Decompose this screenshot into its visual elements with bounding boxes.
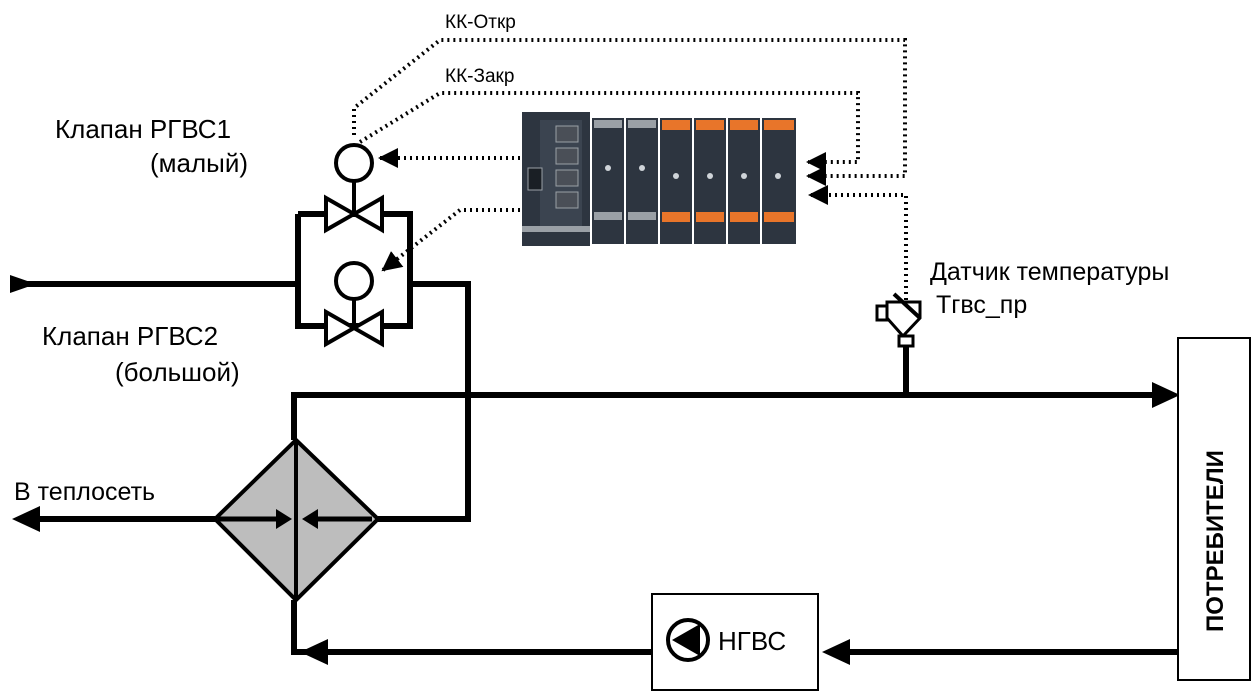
pipe-exchanger-bottom bbox=[291, 600, 318, 655]
consumers-box bbox=[1177, 337, 1251, 681]
pump-unit bbox=[651, 593, 819, 691]
inlet-arrow-icon bbox=[10, 275, 36, 293]
heat-exchanger-icon bbox=[212, 437, 381, 603]
control-signal-lines bbox=[352, 38, 908, 300]
pipe-primary-to-exchanger bbox=[378, 281, 471, 522]
signal-line-valve2 bbox=[381, 208, 520, 272]
valve1-name-label: Клапан РГВС1 bbox=[55, 114, 231, 144]
signal-line-sensor bbox=[808, 185, 908, 300]
return-arrow-icon bbox=[822, 639, 850, 665]
consumers-label: ПОТРЕБИТЕЛИ bbox=[1202, 450, 1229, 632]
plc-controller-icon bbox=[522, 112, 796, 246]
signal-close-label: КК-Закр bbox=[445, 66, 514, 87]
valve2-name-label: Клапан РГВС2 bbox=[42, 321, 218, 351]
signal-open-label: КК-Откр bbox=[445, 12, 516, 33]
pipe-supply-consumers bbox=[291, 392, 1160, 440]
valve-rgvs1 bbox=[324, 143, 384, 234]
gate-valve-icon bbox=[324, 308, 384, 348]
pump-label: НГВС bbox=[718, 626, 786, 656]
sensor-line2-label: Тгвс_пр bbox=[936, 291, 1027, 319]
supply-arrow-icon bbox=[1152, 382, 1180, 408]
actuator-circle-icon bbox=[334, 143, 374, 183]
network-label: В теплосеть bbox=[14, 478, 155, 506]
pipes bbox=[10, 211, 1180, 665]
actuator-circle-icon bbox=[334, 261, 374, 301]
temperature-sensor-icon bbox=[875, 292, 922, 348]
valve-rgvs2 bbox=[324, 261, 384, 348]
sensor-line1-label: Датчик температуры bbox=[930, 258, 1169, 286]
network-arrow-icon bbox=[12, 506, 40, 532]
valve2-size-label: (большой) bbox=[115, 357, 240, 387]
gate-valve-icon bbox=[324, 194, 384, 234]
signal-line-close bbox=[358, 91, 860, 172]
valve1-size-label: (малый) bbox=[150, 148, 248, 178]
